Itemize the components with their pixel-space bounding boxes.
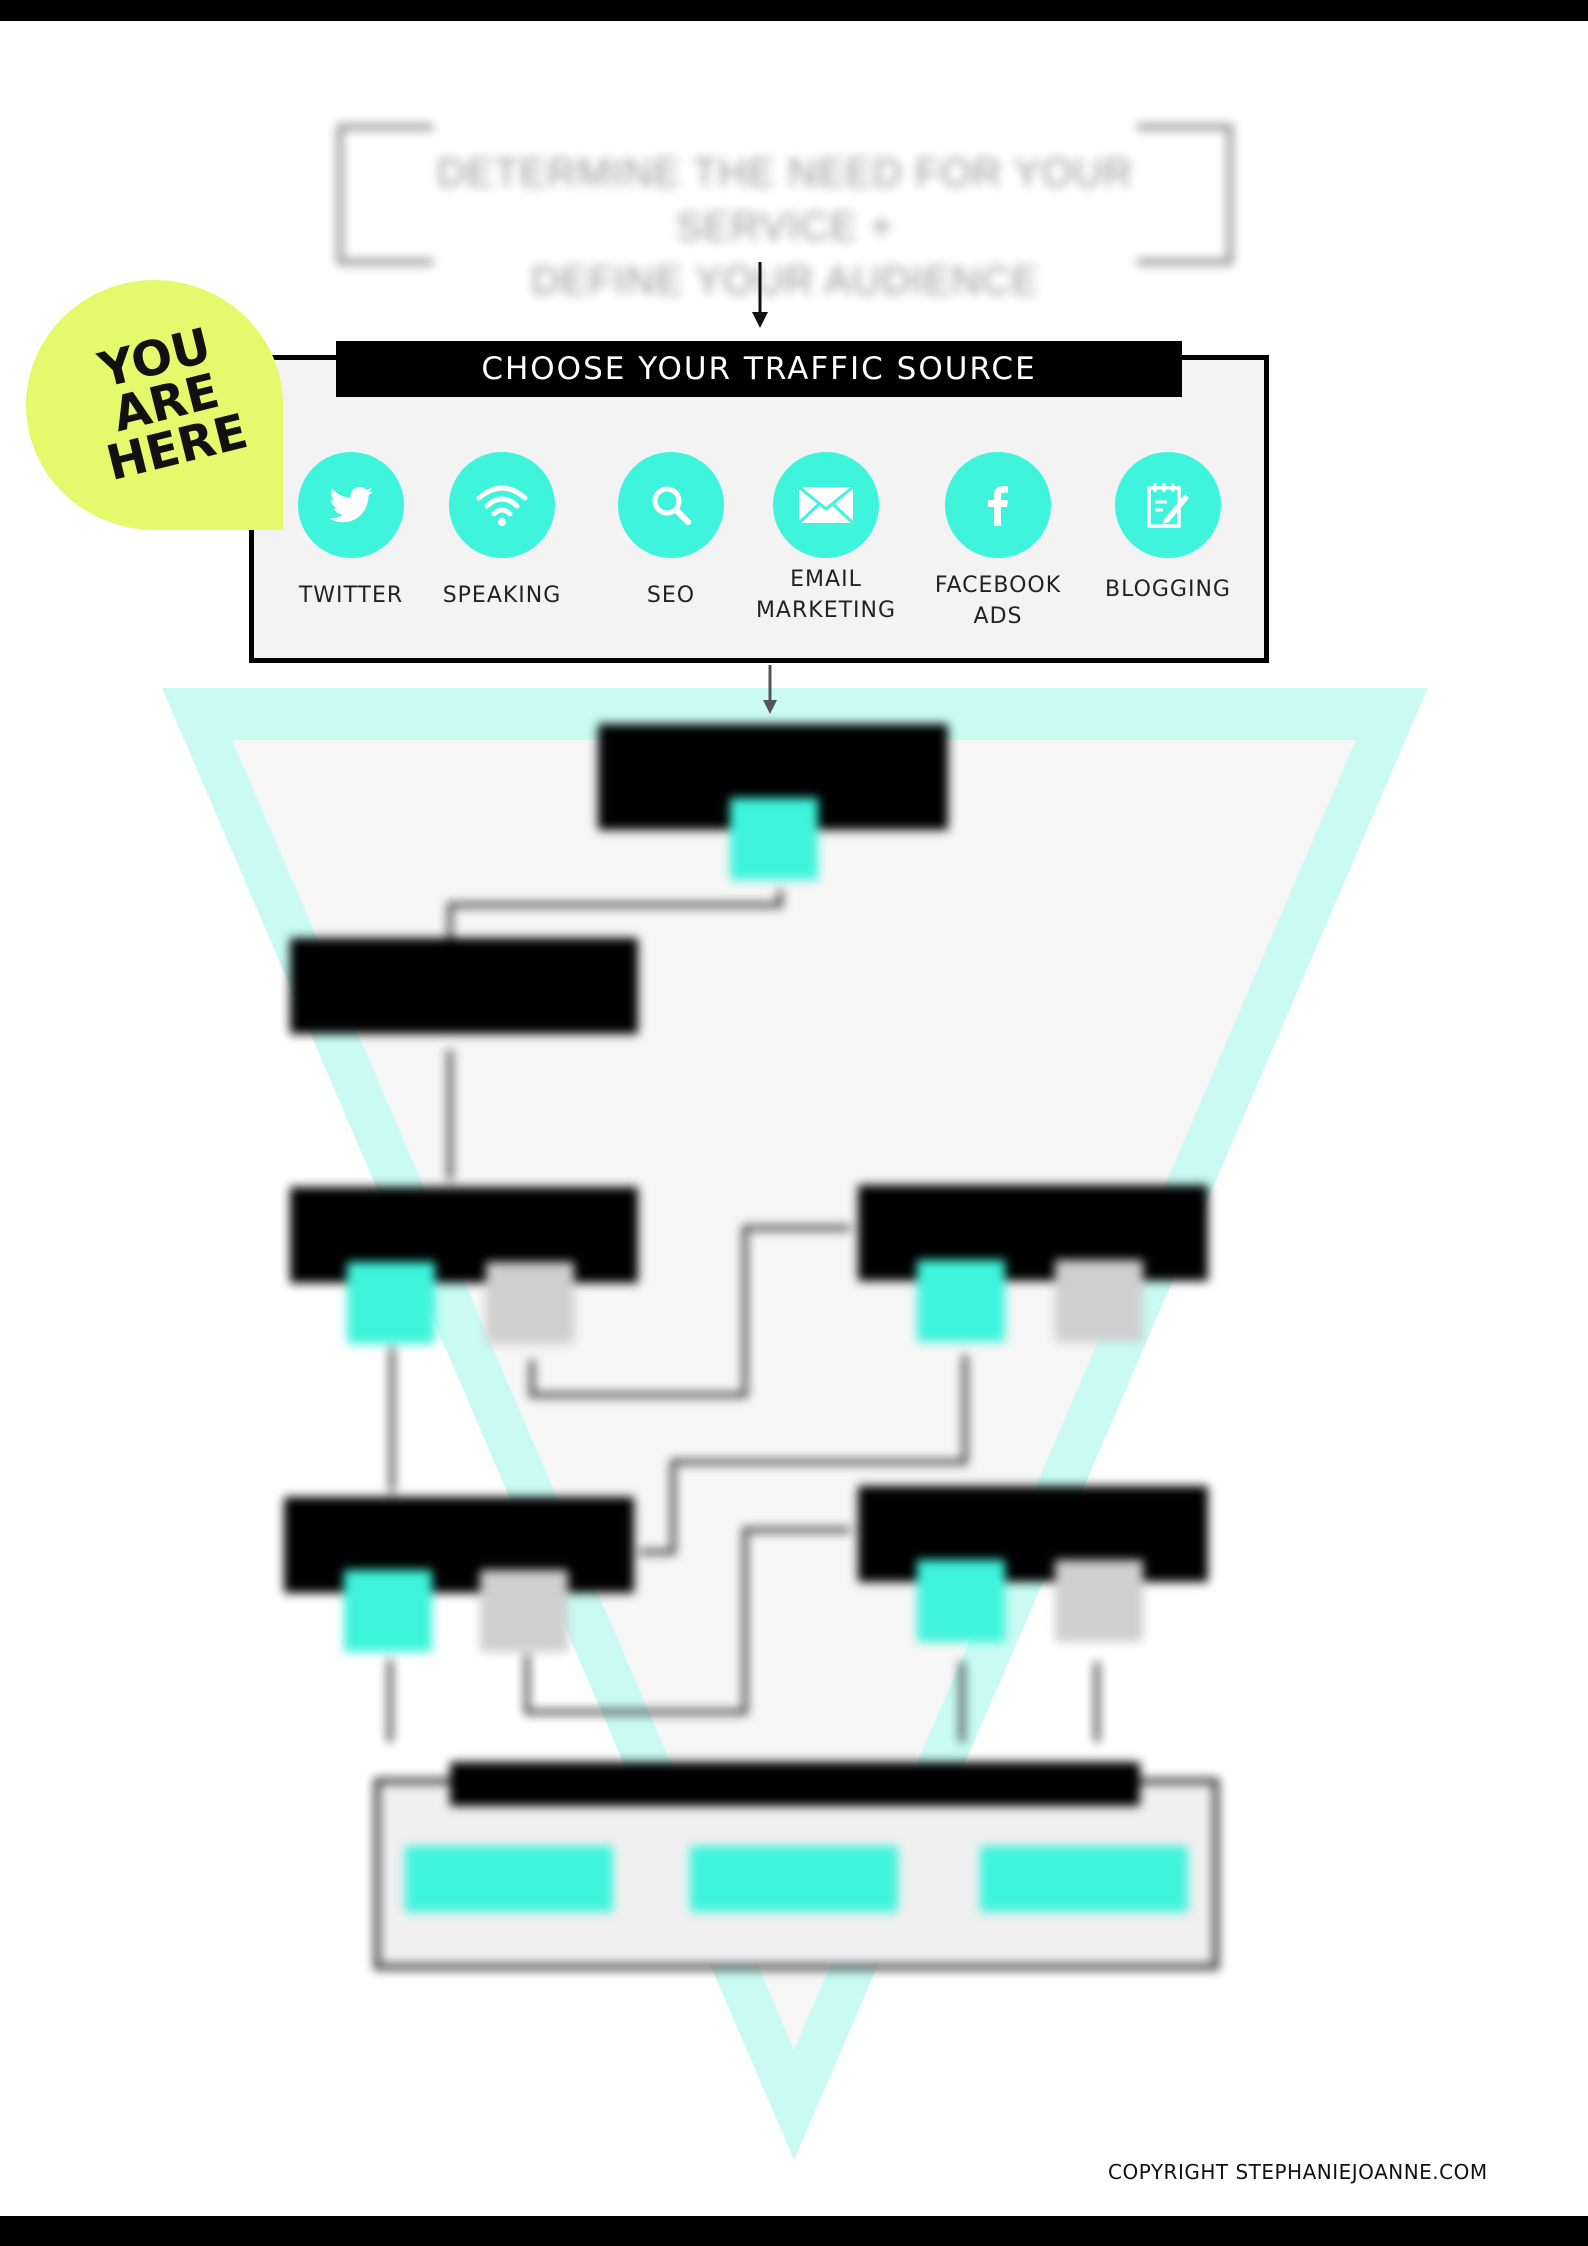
source-label-speaking: SPEAKING [442,583,562,608]
notepad-icon [1115,452,1221,558]
determine-line-1: DETERMINE THE NEED FOR YOUR SERVICE + [436,151,1134,249]
source-seo[interactable]: SEO [586,452,756,611]
left-bracket [337,124,433,265]
copyright-text: COPYRIGHT STEPHANIEJOANNE.COM [1108,2160,1488,2184]
source-label-facebook-ads: FACEBOOK ADS [934,573,1062,629]
upsell-yes-tile [917,1560,1005,1642]
source-label-blogging: BLOGGING [1105,577,1231,602]
source-facebook-ads[interactable]: FACEBOOK ADS [913,452,1083,632]
facebook-icon [945,452,1051,558]
source-email-marketing[interactable]: EMAIL MARKETING [741,452,911,626]
welcome-email-node [290,938,638,1034]
source-label-seo: SEO [646,583,696,608]
signature-yes-tile [347,1262,435,1344]
right-bracket [1137,124,1233,265]
follow-up-signature-node [858,1185,1208,1281]
social-media-pill [980,1846,1188,1912]
you-are-here-badge: YOU ARE HERE [26,280,283,530]
twitter-icon [298,452,404,558]
determine-line-2: DEFINE YOUR AUDIENCE [530,259,1040,303]
follow-up-no-tile [1055,1260,1143,1342]
delivery-yes-tile [344,1570,432,1652]
search-icon [618,452,724,558]
nurture-title-bar [450,1762,1140,1806]
source-twitter[interactable]: TWITTER [266,452,436,611]
bottom-border-bar [0,2216,1588,2246]
upsell-no-tile [1055,1560,1143,1642]
delivery-no-tile [480,1570,568,1652]
blogging-pill [690,1846,898,1912]
follow-up-upsell-node [858,1486,1208,1582]
program-delivery-node [284,1497,634,1593]
mail-icon [773,452,879,558]
email-marketing-pill [405,1846,613,1912]
top-border-bar [0,0,1588,21]
source-speaking[interactable]: SPEAKING [417,452,587,611]
wifi-icon [449,452,555,558]
determine-need-box: DETERMINE THE NEED FOR YOUR SERVICE + DE… [337,124,1233,303]
signature-no-tile [486,1262,574,1344]
source-blogging[interactable]: BLOGGING [1083,452,1253,605]
source-label-email-marketing: EMAIL MARKETING [755,567,897,623]
source-label-twitter: TWITTER [298,583,404,608]
determine-text: DETERMINE THE NEED FOR YOUR SERVICE + DE… [397,146,1173,308]
follow-up-yes-tile [917,1260,1005,1342]
offer-signature-node [290,1187,638,1283]
freebie-tile [730,798,818,880]
traffic-source-title: CHOOSE YOUR TRAFFIC SOURCE [336,341,1182,397]
